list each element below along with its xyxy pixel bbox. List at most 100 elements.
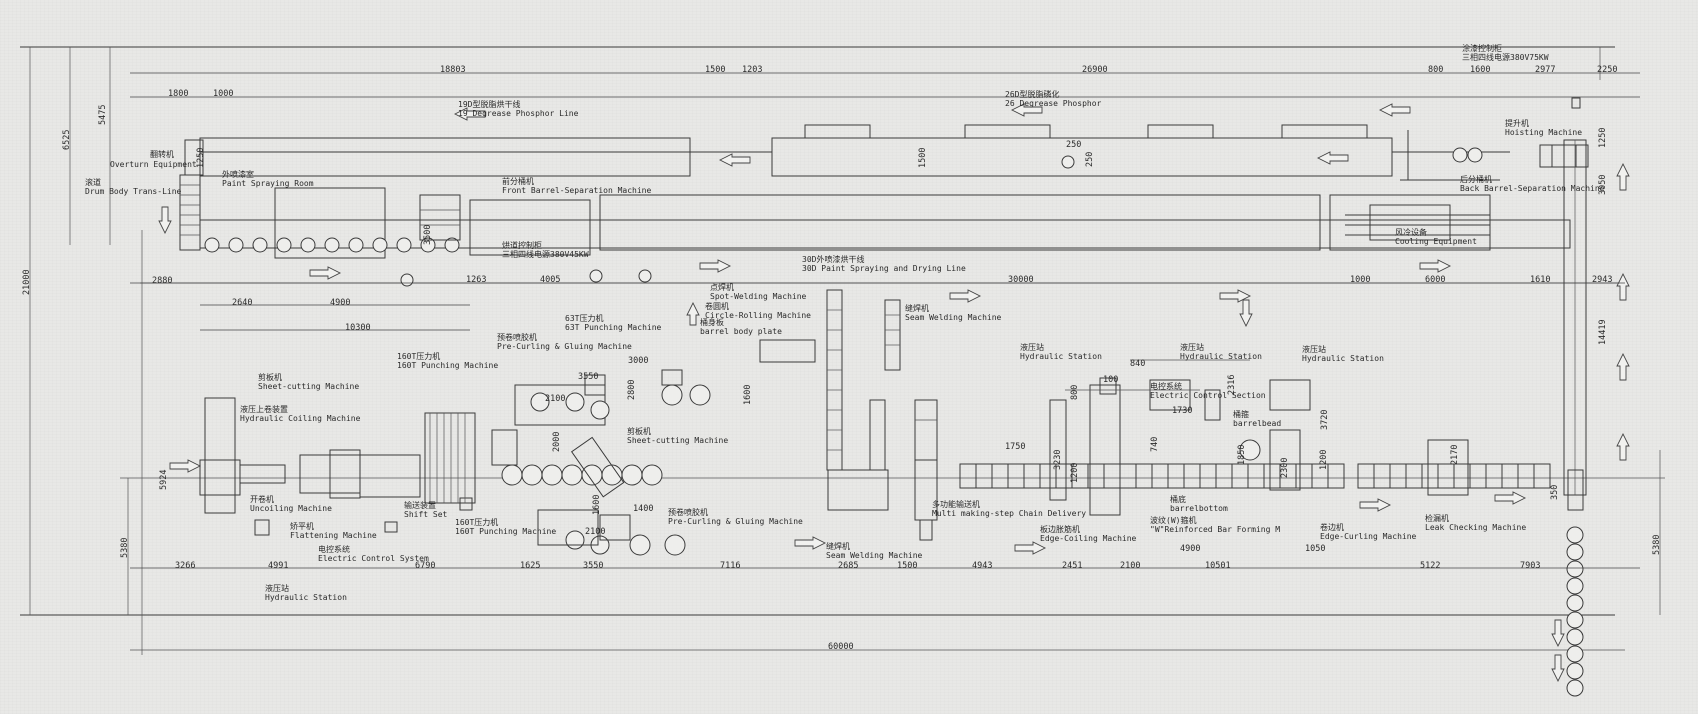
- dim-paint-3: 10300: [345, 323, 371, 333]
- dim-left-3: 21000: [22, 269, 32, 295]
- dim-misc-15: 5924: [159, 469, 169, 490]
- dim-bot-4: 1625: [520, 561, 541, 571]
- dim-total: 60000: [828, 642, 854, 652]
- dim-mid-3: 4005: [540, 275, 561, 285]
- dim-top-6: 26900: [1082, 65, 1108, 75]
- label-back-sep-cn: 后分桶机: [1460, 175, 1492, 184]
- dim-misc-22: 1730: [1172, 406, 1193, 416]
- dim-misc-19: 800: [1070, 384, 1080, 400]
- label-hoist-en: Hoisting Machine: [1505, 128, 1583, 137]
- dim-right-4: 1250: [1598, 127, 1608, 148]
- dim-mid-6: 6000: [1425, 275, 1446, 285]
- dim-top-1: 1800: [168, 89, 189, 99]
- label-hyd3-cn: 液压站: [1302, 345, 1326, 354]
- dim-misc-2: 1500: [918, 147, 928, 168]
- dim-mid-8: 2943: [1592, 275, 1613, 285]
- flow-arrows: [158, 103, 1630, 683]
- valve-symbol: [1061, 155, 1075, 169]
- overturn-box: [184, 139, 204, 176]
- dim-top-3: 18803: [440, 65, 466, 75]
- label-paint-room-en: Paint Spraying Room: [222, 179, 314, 188]
- label-flatten-cn: 矫平机: [290, 522, 314, 531]
- label-precurl-bot-en: Pre-Curling & Gluing Machine: [668, 517, 803, 526]
- dim-left-4: 5380: [120, 537, 130, 558]
- label-degrease26-en: 26 Degrease Phosphor: [1005, 99, 1102, 108]
- dim-right-1: 5380: [1652, 534, 1662, 555]
- output-rollers: [1566, 526, 1584, 697]
- dim-misc-12: 1400: [633, 504, 654, 514]
- dim-mid-7: 1610: [1530, 275, 1551, 285]
- dim-misc-14: 1600: [743, 384, 753, 405]
- label-barrelbottom-en: barrelbottom: [1170, 504, 1228, 513]
- leak-checker: [1427, 439, 1469, 496]
- label-shift-en: Shift Set: [404, 510, 448, 519]
- production-line: [199, 289, 1551, 556]
- label-sheet-cut-en: Sheet-cutting Machine: [258, 382, 360, 391]
- label-precurl-top-cn: 预卷喷胶机: [497, 333, 537, 342]
- label-hyd-coil-cn: 液压上卷装置: [240, 405, 288, 414]
- label-paint-ctrl-power: 三相四线电源380V75KW: [1462, 53, 1549, 62]
- label-barrelbottom-cn: 桶底: [1170, 495, 1186, 504]
- label-precurl-top-en: Pre-Curling & Gluing Machine: [497, 342, 632, 351]
- label-paint-ctrl-cn: 涂漆控制柜: [1462, 44, 1502, 53]
- dim-misc-27: 1200: [1319, 449, 1329, 470]
- label-seam-weld-top-en: Seam Welding Machine: [905, 313, 1002, 322]
- dim-bot-16: 7903: [1520, 561, 1541, 571]
- label-punch160-bot-en: 160T Punching Machine: [455, 527, 557, 536]
- label-reinforce-cn: 波纹(W)箍机: [1150, 516, 1197, 525]
- dim-misc-29: 2170: [1450, 444, 1460, 465]
- label-oven-ctrl-power: 三相四线电源380V45KW: [502, 250, 589, 259]
- label-paint-room-cn: 外喷漆室: [222, 170, 254, 179]
- label-punch160-top-cn: 160T压力机: [397, 352, 441, 361]
- dim-left-1: 6525: [62, 129, 72, 150]
- label-degrease19-en: 19 Degrease Phosphor Line: [458, 109, 579, 118]
- paint-drying-line: [179, 139, 1571, 287]
- label-edge-col-cn: 板边胀筋机: [1040, 525, 1080, 534]
- label-sheet-cut2-en: Sheet-cutting Machine: [627, 436, 729, 445]
- label-spot-weld-en: Spot-Welding Machine: [710, 292, 807, 301]
- label-edge-curl-cn: 卷边机: [1320, 523, 1344, 532]
- label-precurl-bot-cn: 预卷喷胶机: [668, 508, 708, 517]
- label-body-plate-cn: 桶身板: [700, 318, 724, 327]
- dim-bot-6: 7116: [720, 561, 741, 571]
- dim-misc-26: 2300: [1280, 457, 1290, 478]
- dim-bot-5: 3550: [583, 561, 604, 571]
- dim-misc-16: 1750: [1005, 442, 1026, 452]
- dim-misc-24: 740: [1150, 436, 1160, 452]
- label-overturn-cn: 翻转机: [150, 150, 174, 159]
- dim-top-7: 800: [1428, 65, 1444, 75]
- label-back-sep-en: Back Barrel-Separation Machine: [1460, 184, 1605, 193]
- label-punch160-bot-cn: 160T压力机: [455, 518, 499, 527]
- label-spot-weld-cn: 点焊机: [710, 283, 734, 292]
- label-leak-en: Leak Checking Machine: [1425, 523, 1527, 532]
- label-elec-sys-en: Electric Control System: [318, 554, 429, 563]
- dim-top-9: 2977: [1535, 65, 1556, 75]
- dim-misc-5: 3500: [423, 224, 433, 245]
- shift-set: [424, 412, 476, 504]
- dim-mid-5: 1000: [1350, 275, 1371, 285]
- dim-bot-15: 5122: [1420, 561, 1441, 571]
- dim-bot-7: 2685: [838, 561, 859, 571]
- label-punch160-top-en: 160T Punching Machine: [397, 361, 499, 370]
- dim-misc-17: 3230: [1053, 449, 1063, 470]
- label-roller-en: Drum Body Trans-Line: [85, 187, 182, 196]
- label-punch63-en: 63T Punching Machine: [565, 323, 662, 332]
- label-uncoil-cn: 开卷机: [250, 495, 274, 504]
- label-chain-en: Multi making-step Chain Delivery: [932, 509, 1087, 518]
- label-reinforce-en: "W"Reinforced Bar Forming M: [1150, 525, 1281, 534]
- label-hyd2-en: Hydraulic Station: [1180, 352, 1262, 361]
- dim-mid-1: 2880: [152, 276, 173, 286]
- label-paint-line-cn: 30D外喷漆烘干线: [802, 255, 865, 264]
- dim-bot-14: 1050: [1305, 544, 1326, 554]
- label-seam-weld-bot-cn: 缝焊机: [826, 542, 850, 551]
- dim-bot-12: 10501: [1205, 561, 1231, 571]
- dim-misc-7: 3550: [578, 372, 599, 382]
- label-leak-cn: 检漏机: [1425, 514, 1449, 523]
- dim-top-8: 1600: [1470, 65, 1491, 75]
- label-degrease26-cn: 26D型脱脂磷化: [1005, 90, 1060, 99]
- label-seam-weld-bot-en: Seam Welding Machine: [826, 551, 923, 560]
- label-hyd3-en: Hydraulic Station: [1302, 354, 1384, 363]
- dim-misc-18: 1200: [1070, 462, 1080, 483]
- dim-mid-4: 30000: [1008, 275, 1034, 285]
